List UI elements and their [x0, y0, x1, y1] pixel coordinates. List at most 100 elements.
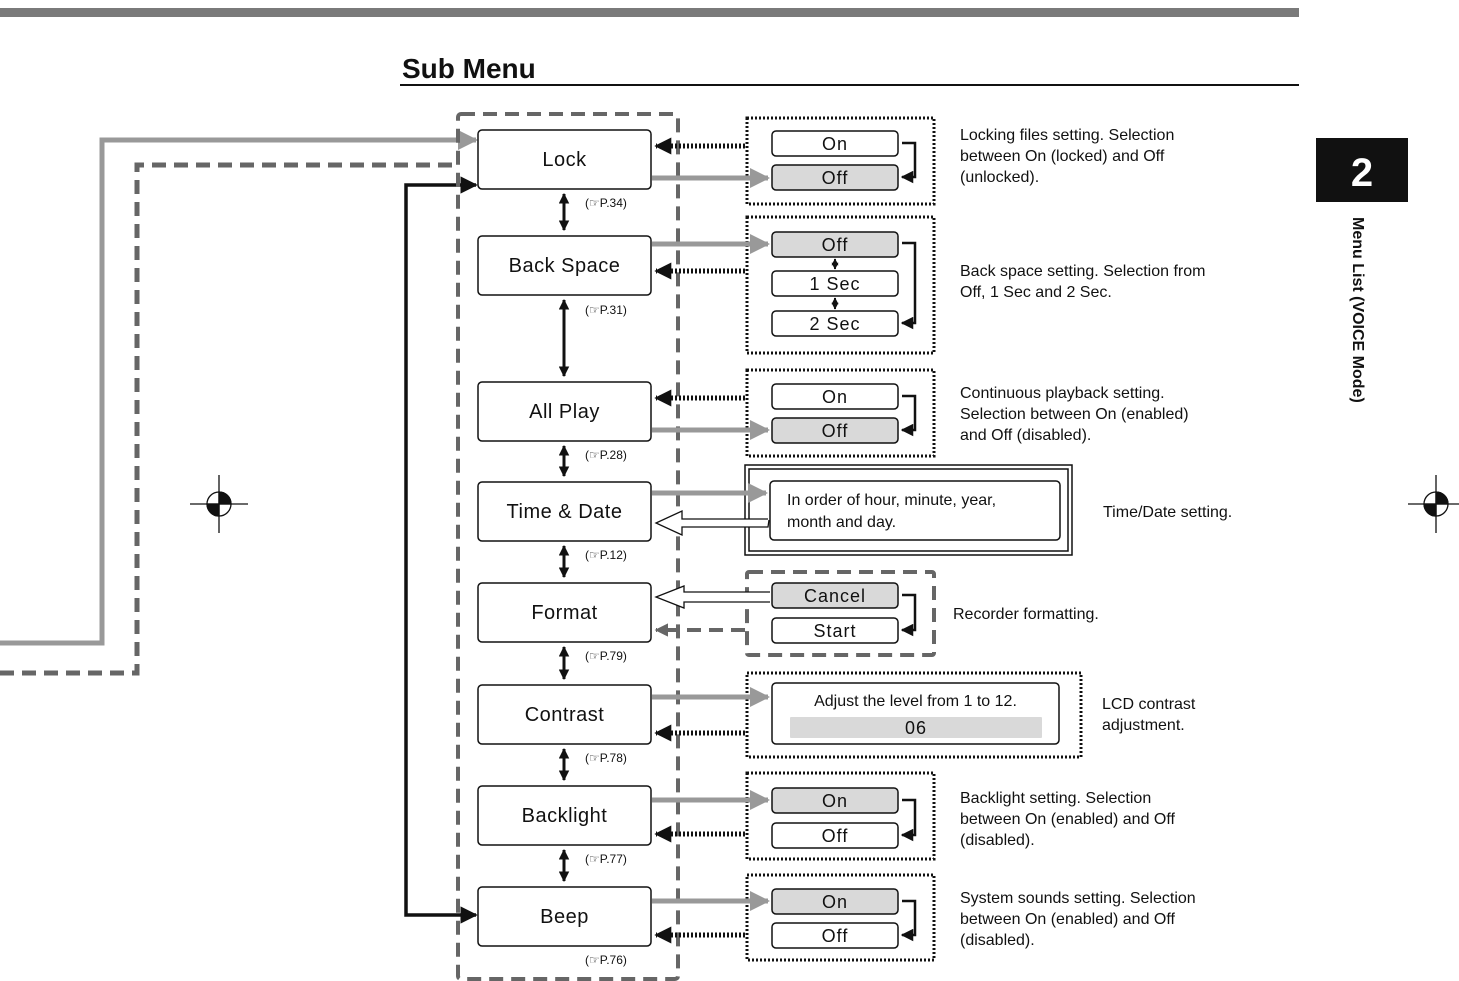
- lock-option-on[interactable]: On: [771, 130, 899, 157]
- registration-mark-left: [190, 475, 248, 533]
- svg-text:Cancel: Cancel: [804, 586, 866, 606]
- page-reference: (☞P.78): [585, 751, 627, 765]
- back-space-description: Back space setting. Selection from Off, …: [960, 263, 1205, 301]
- beep-option-on[interactable]: On: [771, 888, 899, 915]
- beep-options-panel: [745, 873, 936, 962]
- svg-text:Off: Off: [822, 168, 849, 188]
- title-underline: [400, 84, 1299, 86]
- svg-text:Locking files setting. Selecti: Locking files setting. Selection: [960, 127, 1174, 144]
- chapter-number: 2: [1351, 151, 1373, 195]
- sub-menu-column-frame: [456, 112, 680, 981]
- svg-text:Off: Off: [822, 826, 849, 846]
- svg-text:(disabled).: (disabled).: [960, 932, 1035, 949]
- svg-text:Start: Start: [813, 621, 856, 641]
- format-option-cancel[interactable]: Cancel: [771, 582, 899, 609]
- format-options-panel: [745, 570, 936, 657]
- menu-item-label: Beep: [540, 906, 589, 928]
- contrast-description: LCD contrast adjustment.: [1102, 696, 1196, 734]
- svg-text:Backlight setting. Selection: Backlight setting. Selection: [960, 790, 1151, 807]
- lock-options-panel: [745, 116, 936, 206]
- svg-text:System sounds setting. Selecti: System sounds setting. Selection: [960, 890, 1196, 907]
- time-date-panel: In order of hour, minute, year, month an…: [744, 464, 1073, 556]
- contrast-options-panel: [745, 671, 1083, 759]
- page-reference: (☞P.76): [585, 953, 627, 967]
- backlight-option-off[interactable]: Off: [771, 822, 899, 849]
- menu-item-all-play[interactable]: All Play: [477, 381, 652, 442]
- time-date-description: Time/Date setting.: [1103, 504, 1232, 521]
- lock-cycle-arrow: [900, 141, 917, 184]
- all-play-option-on[interactable]: On: [771, 383, 899, 410]
- time-date-text: In order of hour, minute, year,: [787, 492, 996, 509]
- main-menu-connector-dashed: [0, 162, 460, 676]
- menu-item-label: Contrast: [525, 704, 605, 726]
- all-play-options-panel: [745, 368, 936, 458]
- svg-text:1 Sec: 1 Sec: [809, 274, 860, 294]
- menu-item-label: All Play: [529, 401, 600, 423]
- contrast-value: 06: [905, 718, 927, 738]
- contrast-instruction: Adjust the level from 1 to 12.: [814, 693, 1017, 710]
- back-space-cycle-arrow: [900, 241, 917, 330]
- back-space-option-off[interactable]: Off: [771, 231, 899, 258]
- chapter-tab: [1316, 138, 1408, 202]
- svg-text:(disabled).: (disabled).: [960, 832, 1035, 849]
- menu-item-label: Lock: [542, 149, 587, 171]
- svg-text:Selection between On (enabled): Selection between On (enabled): [960, 406, 1189, 423]
- top-rule: [0, 8, 1299, 17]
- menu-item-beep[interactable]: Beep: [477, 886, 652, 947]
- menu-item-label: Backlight: [522, 805, 608, 827]
- menu-item-label: Back Space: [509, 255, 621, 277]
- svg-text:Off: Off: [822, 421, 849, 441]
- page-reference: (☞P.34): [585, 196, 627, 210]
- svg-text:On: On: [822, 387, 848, 407]
- svg-text:between On (enabled) and Off: between On (enabled) and Off: [960, 811, 1176, 828]
- svg-text:On: On: [822, 791, 848, 811]
- svg-text:On: On: [822, 134, 848, 154]
- svg-text:and Off (disabled).: and Off (disabled).: [960, 427, 1091, 444]
- menu-item-back-space[interactable]: Back Space: [477, 235, 652, 296]
- time-date-return-arrow: [654, 509, 770, 537]
- format-cycle-arrow: [900, 593, 917, 637]
- back-space-options-panel: [745, 215, 936, 355]
- svg-text:between On (locked) and Off: between On (locked) and Off: [960, 148, 1165, 165]
- lock-description: Locking files setting. Selection between…: [960, 127, 1174, 186]
- svg-text:Off: Off: [822, 235, 849, 255]
- lock-option-off[interactable]: Off: [771, 164, 899, 191]
- format-description: Recorder formatting.: [953, 606, 1099, 623]
- page-reference: (☞P.31): [585, 303, 627, 317]
- svg-text:adjustment.: adjustment.: [1102, 717, 1185, 734]
- loop-connector: [404, 176, 478, 924]
- contrast-level-bar: [790, 717, 1042, 738]
- svg-text:Off, 1 Sec and 2 Sec.: Off, 1 Sec and 2 Sec.: [960, 284, 1112, 301]
- back-space-option-1-sec[interactable]: 1 Sec: [771, 270, 899, 297]
- svg-text:Time/Date setting.: Time/Date setting.: [1103, 504, 1232, 521]
- all-play-option-off[interactable]: Off: [771, 417, 899, 444]
- svg-text:LCD contrast: LCD contrast: [1102, 696, 1196, 713]
- time-date-text: month and day.: [787, 514, 896, 531]
- backlight-option-on[interactable]: On: [771, 787, 899, 814]
- contrast-adjust-box[interactable]: Adjust the level from 1 to 12. 06: [771, 682, 1060, 745]
- menu-item-contrast[interactable]: Contrast: [477, 684, 652, 745]
- page-reference: (☞P.77): [585, 852, 627, 866]
- svg-text:Recorder formatting.: Recorder formatting.: [953, 606, 1099, 623]
- menu-item-label: Time & Date: [507, 501, 623, 523]
- all-play-cycle-arrow: [900, 394, 917, 437]
- menu-item-backlight[interactable]: Backlight: [477, 785, 652, 846]
- svg-text:2 Sec: 2 Sec: [809, 314, 860, 334]
- menu-item-label: Format: [531, 602, 597, 624]
- svg-text:(unlocked).: (unlocked).: [960, 169, 1039, 186]
- format-return-arrow-hollow: [654, 585, 770, 609]
- menu-item-format[interactable]: Format: [477, 582, 652, 643]
- svg-text:Continuous playback setting.: Continuous playback setting.: [960, 385, 1165, 402]
- beep-description: System sounds setting. Selection between…: [960, 890, 1196, 949]
- menu-item-time-date[interactable]: Time & Date: [477, 481, 652, 542]
- back-space-option-2-sec[interactable]: 2 Sec: [771, 310, 899, 337]
- page-reference: (☞P.79): [585, 649, 627, 663]
- svg-text:Off: Off: [822, 926, 849, 946]
- all-play-description: Continuous playback setting. Selection b…: [960, 385, 1189, 444]
- backlight-description: Backlight setting. Selection between On …: [960, 790, 1176, 849]
- page-title: Sub Menu: [402, 53, 536, 84]
- format-option-start[interactable]: Start: [771, 617, 899, 644]
- backlight-options-panel: [745, 771, 936, 861]
- beep-option-off[interactable]: Off: [771, 922, 899, 949]
- menu-item-lock[interactable]: Lock: [477, 129, 652, 190]
